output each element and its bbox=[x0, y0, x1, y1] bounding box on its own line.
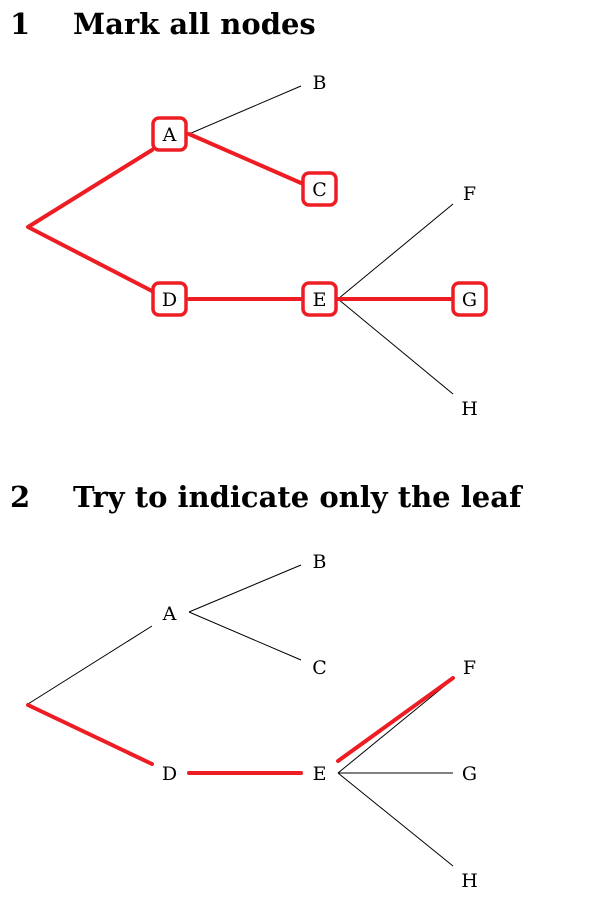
edge-e-h bbox=[337, 298, 454, 395]
highlight-edge-root-d bbox=[26, 703, 154, 766]
section-number: 2 bbox=[10, 480, 31, 514]
node-a: A bbox=[162, 124, 177, 146]
node-e: E bbox=[313, 289, 327, 311]
node-g: G bbox=[462, 763, 477, 785]
node-f: F bbox=[463, 183, 476, 205]
section-heading-mark-all-nodes: 1 Mark all nodes bbox=[10, 10, 316, 39]
highlight-box-d bbox=[151, 281, 188, 317]
section-title: Mark all nodes bbox=[73, 7, 316, 41]
highlight-box-a bbox=[151, 116, 188, 152]
edge-e-f bbox=[337, 203, 454, 300]
node-d: D bbox=[162, 289, 177, 311]
node-h: H bbox=[461, 398, 478, 420]
highlight-box-c bbox=[301, 171, 338, 207]
edge-a-b bbox=[188, 564, 302, 613]
node-e: E bbox=[313, 763, 327, 785]
node-h: H bbox=[461, 870, 478, 892]
node-c: C bbox=[312, 179, 327, 201]
highlight-box-e bbox=[301, 281, 338, 317]
highlight-edge-e-f bbox=[336, 676, 455, 763]
section-title: Try to indicate only the leaf bbox=[73, 480, 522, 514]
node-d: D bbox=[162, 763, 177, 785]
node-f: F bbox=[463, 657, 476, 679]
highlight-box-g bbox=[451, 281, 488, 317]
edge-e-h bbox=[337, 772, 454, 867]
highlight-edge-a-c bbox=[187, 132, 303, 185]
edge-a-c bbox=[188, 611, 302, 661]
node-a: A bbox=[162, 603, 177, 625]
node-g: G bbox=[462, 289, 477, 311]
edge-root-a bbox=[27, 625, 153, 705]
tree-1-mark-all-nodes: A B C D E F G H bbox=[26, 72, 488, 420]
section-heading-indicate-leaf: 2 Try to indicate only the leaf bbox=[10, 483, 521, 512]
section-number: 1 bbox=[10, 7, 31, 41]
edge-a-b bbox=[188, 85, 302, 135]
highlight-edge-root bbox=[26, 148, 154, 293]
node-c: C bbox=[312, 657, 327, 679]
tree-2-indicate-leaf: A B C D E F G H bbox=[26, 551, 478, 892]
node-b: B bbox=[313, 72, 327, 94]
edge-e-f bbox=[337, 678, 454, 774]
node-b: B bbox=[313, 551, 327, 573]
